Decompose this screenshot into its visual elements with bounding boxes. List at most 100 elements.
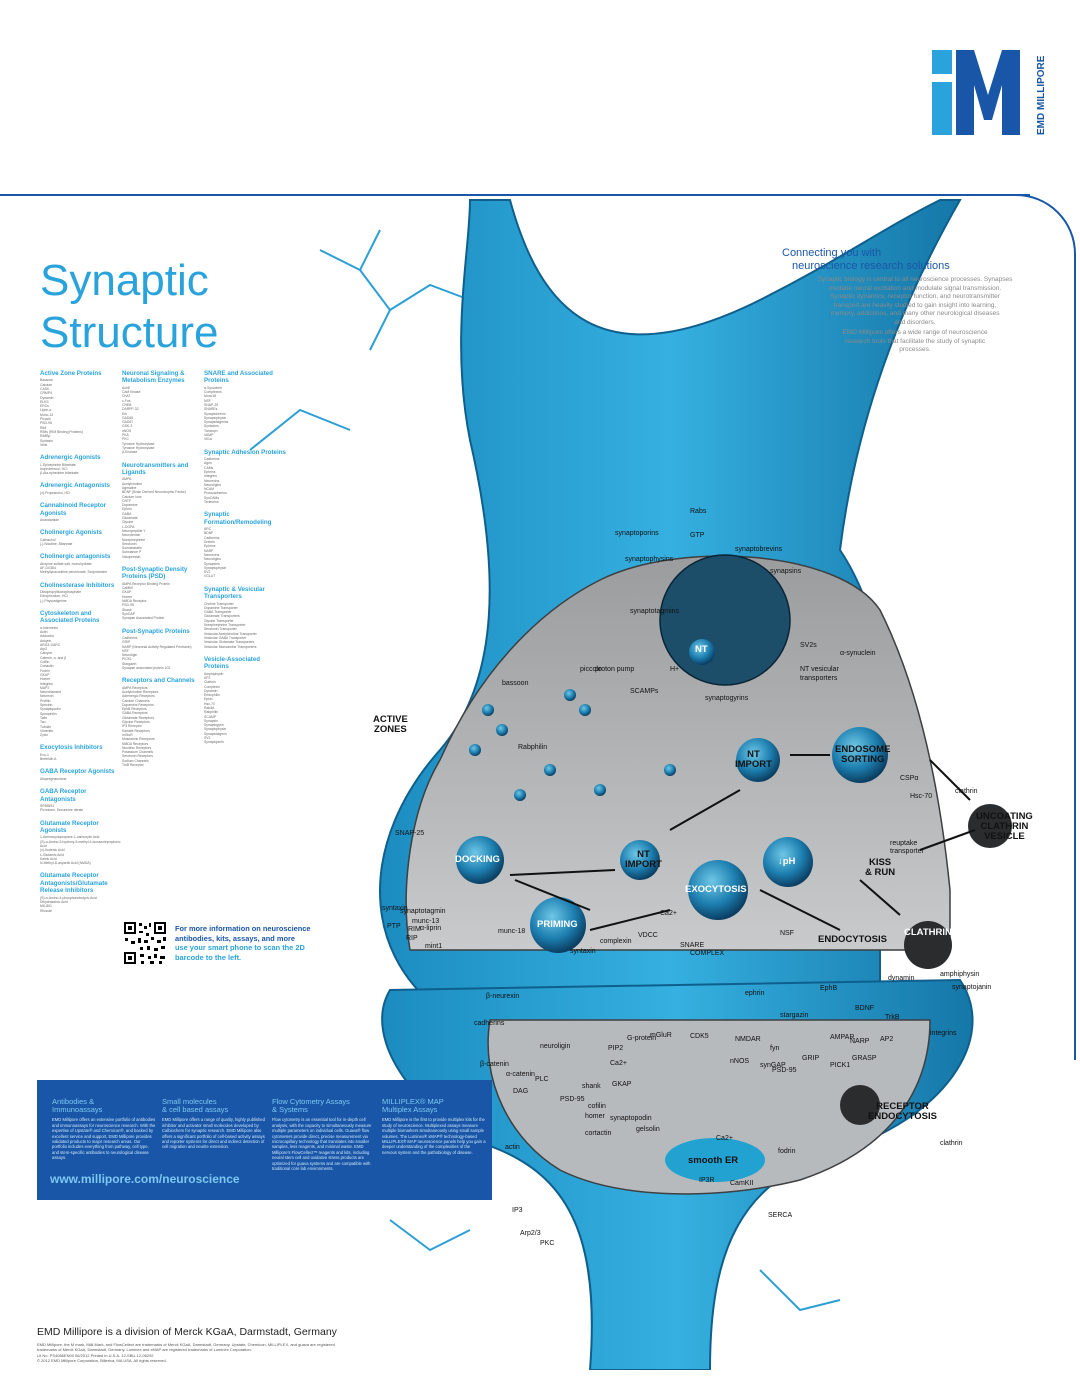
nt-core <box>689 639 715 665</box>
protein-label: Arp2/3 <box>520 1230 541 1237</box>
product-item: Edrophonium, HCl <box>40 594 68 599</box>
product-item: AP2 <box>204 675 211 680</box>
product-item: Serotonin <box>122 541 137 546</box>
protein-label: stargazin <box>780 1012 809 1019</box>
product-section-title: Vesicle-Associated Proteins <box>204 655 261 671</box>
footer-line-1: EMD Millipore, the M mark, Milli-Mark, a… <box>37 1342 335 1347</box>
product-item: Munc18 <box>204 394 217 399</box>
product-item: Tau <box>40 720 46 725</box>
footer-title: EMD Millipore is a division of Merck KGa… <box>37 1326 337 1338</box>
product-section: Adrenergic Antagonists(±)-Propranolol, H… <box>40 482 122 495</box>
protein-label: neuroligin <box>540 1043 571 1050</box>
protein-label: NSF <box>780 930 794 937</box>
protein-label: dynamin <box>888 975 915 982</box>
protein-label: Rabs <box>690 508 707 515</box>
product-item: Syntaxin <box>40 438 54 443</box>
protein-label: synaptophysins <box>625 556 674 563</box>
product-item: AMPA Receptor Binding Protein <box>122 581 170 586</box>
product-item: α-Internexin <box>40 625 58 630</box>
product-item: Calcium Ions <box>122 494 142 499</box>
product-item: Teneurins <box>204 500 219 505</box>
products-panel <box>37 1080 492 1200</box>
protein-label: β-neurexin <box>486 993 520 1000</box>
product-item: Kainate Receptors <box>122 728 150 733</box>
product-item: SynGAP <box>122 611 136 616</box>
protein-label: DAG <box>513 1088 529 1095</box>
vesicle-pool <box>469 689 676 801</box>
product-item: TrkB Receptor <box>122 763 144 768</box>
product-item: PICK1 <box>122 657 132 662</box>
product-item: PKA <box>122 433 129 438</box>
protein-label: COMPLEX <box>690 950 725 957</box>
product-section-title: Neurotransmitters and Ligands <box>122 461 189 476</box>
product-item: GRIP <box>122 640 131 645</box>
product-item: Exo-1 <box>40 752 49 757</box>
product-item: Drebrin <box>204 540 216 545</box>
product-item: Kainic Acid <box>40 856 57 861</box>
product-item: NMDA Receptor <box>122 599 147 604</box>
product-item: Glutamate Receptors <box>122 715 155 720</box>
product-item: Integrins <box>40 681 54 686</box>
product-item: NMDA Receptors <box>122 741 149 746</box>
protein-label: mGluR <box>650 1032 672 1039</box>
endocytosis-label: ENDOCYTOSIS <box>818 934 887 945</box>
product-item: Neurexins <box>204 552 220 557</box>
protein-label: β-catenin <box>480 1061 509 1068</box>
product-item: Stargazin <box>122 661 137 666</box>
product-item: AchE <box>122 385 131 390</box>
product-item: NSF <box>122 648 129 653</box>
product-item: ARG3.1/ARC <box>40 642 61 647</box>
product-item: Vesicular Monoamine Transporters <box>204 644 257 649</box>
qr-code[interactable] <box>123 921 167 965</box>
product-item: Clathrin <box>204 680 216 685</box>
product-item: Synaptotagmins <box>204 420 229 425</box>
protein-label: cofilin <box>588 1103 606 1110</box>
protein-label: PTP <box>387 923 401 930</box>
product-item: SNAREs <box>204 407 218 412</box>
product-item: CREB <box>122 403 132 407</box>
product-item: Neuroligin <box>122 653 138 658</box>
product-section-title: GABA Receptor Agonists <box>40 768 115 776</box>
protein-label: Ca2+ <box>610 1060 627 1067</box>
paragraph-line: memory, addictions, and many other neuro… <box>830 310 1000 317</box>
product-item: BDNF <box>204 531 214 536</box>
neuroscience-url-link[interactable]: www.millipore.com/neuroscience <box>50 1172 240 1186</box>
product-item: Spinophilin <box>40 711 57 716</box>
protein-label: AMPAR <box>830 1034 855 1041</box>
protein-label: transporters <box>800 675 838 682</box>
brand-name: EMD MILLIPORE <box>1036 55 1047 135</box>
protein-label: α-synuclein <box>840 650 876 657</box>
clathrin-coated-pit-label: CLATHRIN-COATED PIT <box>904 927 1012 938</box>
product-item: Norepinephrine <box>122 537 146 542</box>
protein-label: RIP <box>406 935 418 942</box>
product-item: Choline Transporter <box>204 601 234 606</box>
product-item: GABA <box>122 511 132 516</box>
product-item: Cofilin <box>40 660 50 665</box>
offer-paragraph: EMD Millipore offers a wide range of neu… <box>815 329 1015 355</box>
product-item: MAP2 <box>40 685 50 690</box>
protein-label: synapsins <box>770 568 802 575</box>
product-item: IP3 Receptor <box>122 724 142 729</box>
product-item: Munc-13 <box>40 412 54 417</box>
protein-label: shank <box>582 1083 601 1090</box>
qr-info-text: For more information on neuroscience ant… <box>175 924 311 962</box>
product-item: β-Enolase <box>122 450 138 455</box>
product-item: Tyrosine Hydroxylase <box>122 441 155 446</box>
product-item: Sodium Channels <box>122 758 149 763</box>
product-item: Synapsins <box>204 561 220 566</box>
product-item: ERCs <box>40 404 49 409</box>
product-item: Synaptophysin <box>204 415 227 420</box>
product-item: Acetylcholine Receptors <box>122 689 159 694</box>
protein-label: SERCA <box>768 1212 793 1219</box>
protein-label: VDCC <box>638 932 658 939</box>
product-item: (-)-Nicotine, Bitartrate <box>40 541 73 546</box>
emd-millipore-logo: EMD MILLIPORE <box>930 40 1050 140</box>
protein-label: SNARE <box>680 942 705 949</box>
